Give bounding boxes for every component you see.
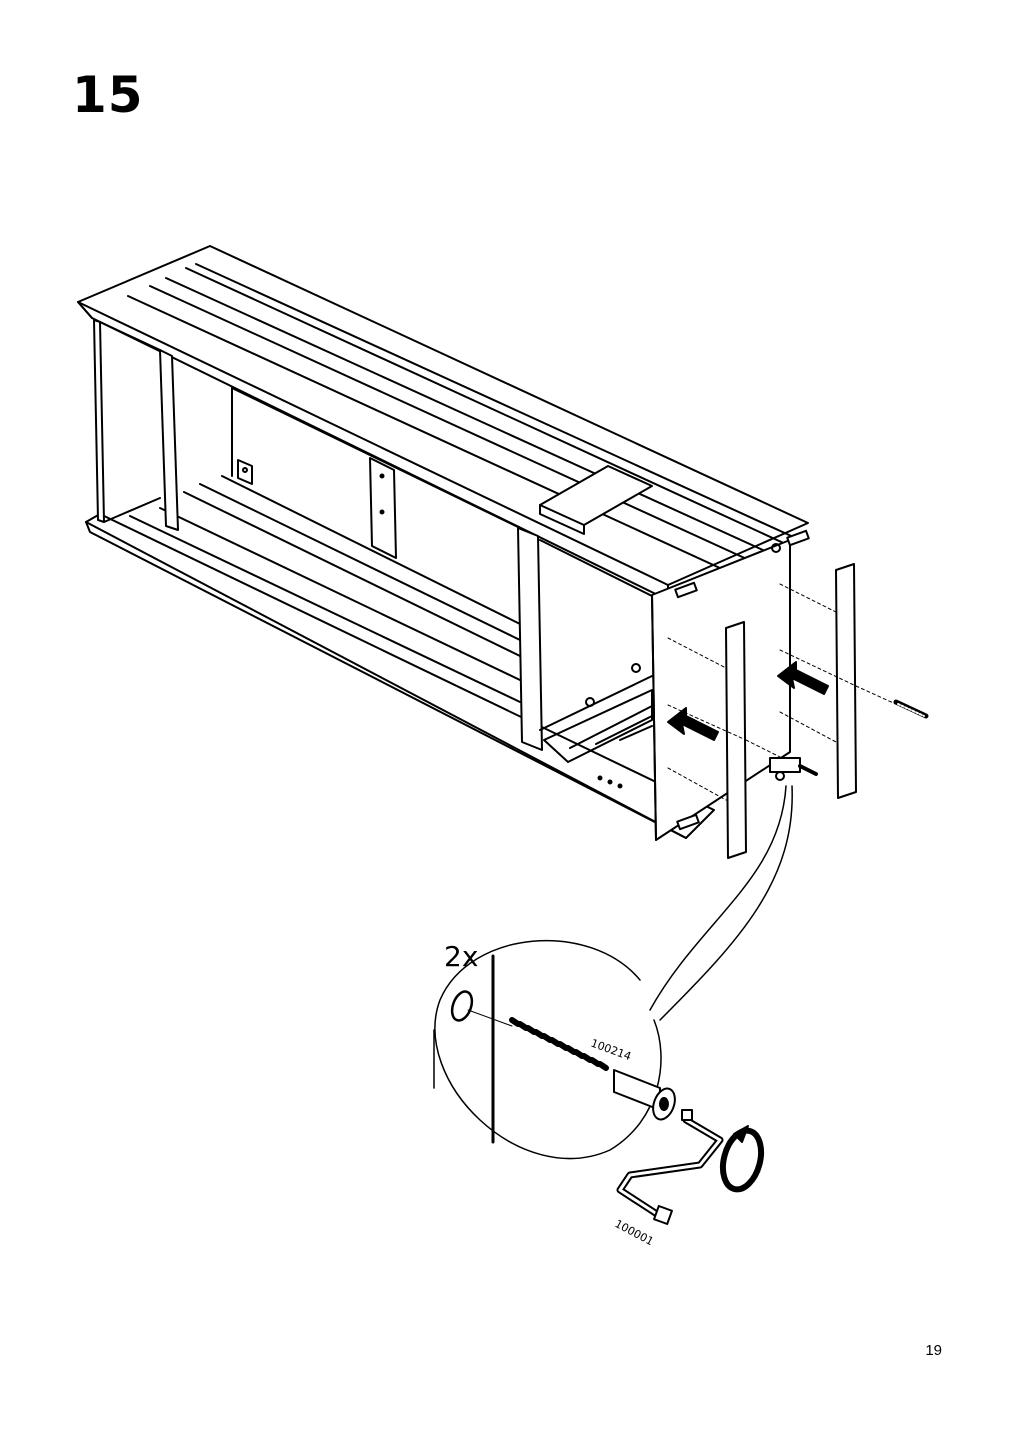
allen-key-icon bbox=[616, 1109, 724, 1225]
push-arrow-icon bbox=[667, 707, 719, 741]
left-front-leg bbox=[159, 349, 179, 531]
screw-icon bbox=[467, 1009, 676, 1121]
left-end-panel bbox=[93, 319, 105, 523]
leg-front bbox=[725, 621, 747, 859]
step-number: 15 bbox=[72, 66, 144, 124]
key-part-number: 100001 bbox=[613, 1217, 656, 1248]
middle-post bbox=[369, 457, 397, 559]
top-front-rail bbox=[77, 245, 809, 586]
right-front-leg bbox=[517, 527, 543, 751]
page-number: 19 bbox=[925, 1342, 942, 1359]
screw-icon bbox=[893, 699, 929, 719]
hole-icon bbox=[450, 990, 474, 1022]
rotate-clockwise-icon bbox=[719, 1125, 765, 1193]
push-arrow-icon bbox=[777, 661, 829, 695]
detail-callout bbox=[433, 785, 793, 1225]
new-legs bbox=[725, 563, 857, 859]
top-cross-brace bbox=[539, 465, 653, 526]
right-end-panel bbox=[651, 539, 791, 841]
bench-frame bbox=[77, 245, 810, 841]
quantity-label: 2x bbox=[444, 940, 479, 973]
cam-fitting-icon bbox=[769, 757, 818, 776]
bottom-rail bbox=[85, 513, 715, 839]
